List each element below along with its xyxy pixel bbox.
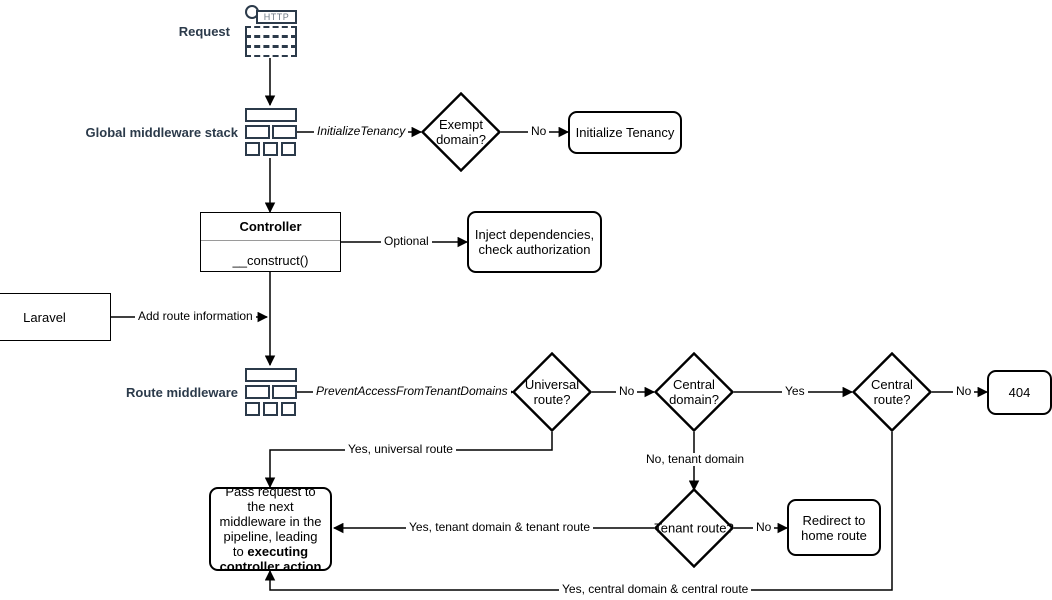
node-controller-method: __construct()	[232, 253, 309, 268]
diamond-shape	[512, 352, 592, 432]
diamond-shape	[421, 92, 501, 172]
decision-exempt-domain-label: Exempt domain?	[436, 117, 486, 147]
node-controller-title: Controller	[201, 213, 340, 241]
decision-universal-route[interactable]: Universal route?	[512, 352, 592, 432]
decision-tenant-route-label: Tenant route?	[654, 520, 734, 536]
http-request-body-line-3	[245, 46, 297, 57]
stack-bar-top	[245, 368, 297, 382]
node-laravel-label: Laravel	[23, 309, 66, 325]
http-request-icon: HTTP	[245, 5, 300, 57]
stack-bar-bottom-2	[263, 402, 278, 416]
node-pass-request-plain: Pass request to the next middleware in t…	[219, 484, 322, 559]
label-request: Request	[178, 24, 230, 39]
edge-label-controller-optional: Optional	[381, 235, 432, 248]
stack-bar-bottom-3	[281, 402, 296, 416]
edge-label-universal-no: No	[616, 385, 638, 398]
edge-universal-yes-to-pass-request	[264, 432, 553, 489]
node-404-label: 404	[1008, 385, 1031, 400]
stack-bar-mid-right	[272, 125, 297, 139]
edge-label-exempt-no: No	[528, 125, 550, 138]
edge-label-yes-tenant-domain-tenant-route: Yes, tenant domain & tenant route	[406, 521, 594, 534]
node-pass-request-bold: executing controller action	[219, 544, 322, 574]
node-redirect-home-label: Redirect to home route	[801, 512, 867, 543]
stack-bar-mid-left	[245, 125, 270, 139]
decision-tenant-route[interactable]: Tenant route?	[654, 488, 734, 568]
middleware-stack-icon-global	[245, 108, 297, 156]
decision-central-route[interactable]: Central route?	[852, 352, 932, 432]
edge-label-initialize-tenancy-middleware: InitializeTenancy	[314, 125, 409, 138]
node-inject-dependencies-label: Inject dependencies, check authorization	[474, 227, 595, 257]
stack-bar-bottom-1	[245, 142, 260, 156]
node-pass-request[interactable]: Pass request to the next middleware in t…	[209, 484, 332, 574]
stack-bar-bottom-3	[281, 142, 296, 156]
decision-central-domain[interactable]: Central domain?	[654, 352, 734, 432]
edge-label-no-tenant-domain: No, tenant domain	[643, 453, 748, 466]
node-inject-dependencies[interactable]: Inject dependencies, check authorization	[467, 211, 602, 273]
decision-central-domain-label: Central domain?	[669, 377, 719, 407]
node-controller[interactable]: Controller __construct()	[200, 212, 341, 272]
node-404[interactable]: 404	[987, 370, 1052, 415]
edge-label-yes-universal-route: Yes, universal route	[345, 443, 456, 456]
edge-label-yes-central-domain-central-route: Yes, central domain & central route	[559, 583, 752, 596]
stack-bar-bottom-2	[263, 142, 278, 156]
decision-exempt-domain[interactable]: Exempt domain?	[421, 92, 501, 172]
middleware-stack-icon-route	[245, 368, 297, 416]
stack-bar-top	[245, 108, 297, 122]
node-initialize-tenancy[interactable]: Initialize Tenancy	[568, 111, 682, 154]
edge-label-prevent-access-middleware: PreventAccessFromTenantDomains	[313, 385, 511, 398]
http-badge: HTTP	[256, 10, 297, 24]
edge-label-tenant-route-no: No	[753, 521, 775, 534]
edge-label-add-route-information: Add route information	[135, 310, 256, 323]
decision-central-route-label: Central route?	[871, 377, 913, 407]
edge-label-central-route-no: No	[953, 385, 975, 398]
label-route-middleware: Route middleware	[126, 385, 238, 400]
diamond-shape	[654, 488, 734, 568]
stack-bar-bottom-1	[245, 402, 260, 416]
edge-label-central-domain-yes: Yes	[782, 385, 808, 398]
diamond-shape	[852, 352, 932, 432]
node-redirect-home[interactable]: Redirect to home route	[787, 499, 881, 556]
decision-universal-route-label: Universal route?	[524, 377, 580, 407]
stack-bar-mid-left	[245, 385, 270, 399]
node-pass-request-text: Pass request to the next middleware in t…	[218, 484, 323, 574]
diamond-shape	[654, 352, 734, 432]
label-global-middleware-stack: Global middleware stack	[85, 125, 238, 140]
node-laravel[interactable]: Laravel	[0, 293, 111, 341]
node-initialize-tenancy-label: Initialize Tenancy	[575, 125, 675, 140]
stack-bar-mid-right	[272, 385, 297, 399]
